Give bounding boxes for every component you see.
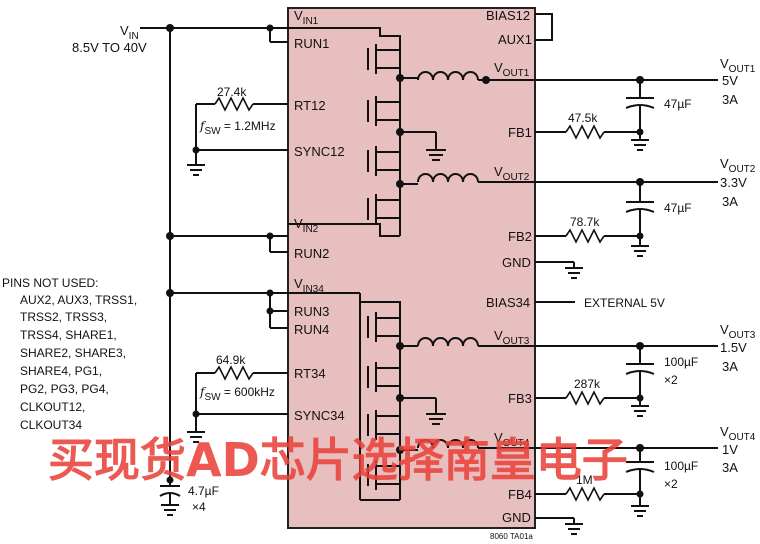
vout3-fb-resistor: 287k [574,377,601,391]
rt12-frequency: fSW = 1.2MHz [199,119,276,137]
vout3-cap: 100µF [664,355,698,369]
vout3-cap-count: ×2 [664,373,678,387]
unused-pins-heading: PINS NOT USED: [2,276,98,290]
bias34-source-label: EXTERNAL 5V [584,296,665,310]
unused-pins-line: SHARE4, PG1, [20,364,102,378]
unused-pins-line: CLKOUT12, [20,400,85,414]
pin-bias34: BIAS34 [486,295,530,310]
bias12-aux1-link [535,13,553,41]
vout1-cap: 47µF [664,97,692,111]
input-capacitor [159,480,181,516]
unused-pins-line: SHARE2, SHARE3, [20,346,126,360]
vout2-current: 3A [722,194,738,209]
vout1-fb-resistor: 47.5k [568,111,598,125]
vout1-voltage: 5V [722,73,738,88]
vin-label: VIN [120,23,139,42]
vout2-network [535,178,718,279]
vout4-cap: 100µF [664,459,698,473]
vout2-fb-resistor: 78.7k [570,215,600,229]
pin-vout4: VOUT4 [494,430,530,449]
pin-gnd-b: GND [502,510,531,525]
pin-run3: RUN3 [294,304,329,319]
unused-pins-line: TRSS4, SHARE1, [20,328,117,342]
watermark-text: 买现货AD芯片选择南皇电子 [48,433,628,487]
pin-vin1: VIN1 [294,8,319,27]
pin-vout1: VOUT1 [494,60,530,79]
vout3-voltage: 1.5V [720,340,747,355]
pin-run2: RUN2 [294,246,329,261]
part-code: 8060 TA01a [490,532,533,541]
vout2-voltage: 3.3V [720,175,747,190]
unused-pins-line: AUX2, AUX3, TRSS1, [20,293,137,307]
rt12-value: 27.4k [217,85,247,99]
pin-fb3: FB3 [508,391,532,406]
pin-vin34: VIN34 [294,276,324,295]
vout3-label: VOUT3 [720,322,756,341]
pin-gnd-a: GND [502,255,531,270]
vout2-label: VOUT2 [720,156,756,175]
pin-vout2: VOUT2 [494,164,530,183]
pin-run1: RUN1 [294,36,329,51]
rt12-resistor-network [187,96,288,176]
vin-range-label: 8.5V TO 40V [72,40,147,55]
pin-vout3: VOUT3 [494,328,530,347]
vout1-current: 3A [722,92,738,107]
vout2-cap: 47µF [664,201,692,215]
unused-pins-line: TRSS2, TRSS3, [20,310,107,324]
vout4-network [535,444,718,535]
vout4-fb-resistor: 1M [576,473,593,487]
vout1-network [482,76,718,151]
vout4-cap-count: ×2 [664,477,678,491]
pin-fb2: FB2 [508,229,532,244]
rt34-frequency: fSW = 600kHz [199,385,275,403]
ic-body [287,7,536,529]
pin-fb1: FB1 [508,125,532,140]
vout3-current: 3A [722,359,738,374]
pin-run4: RUN4 [294,322,329,337]
rt34-resistor-network [187,365,288,443]
pin-rt34: RT34 [294,366,326,381]
pin-rt12: RT12 [294,98,326,113]
pin-sync34: SYNC34 [294,408,345,423]
vout3-network [535,342,718,417]
vout4-label: VOUT4 [720,424,756,443]
vout4-current: 3A [722,460,738,475]
unused-pins-line: CLKOUT34 [20,418,82,432]
input-cap-count: ×4 [192,500,206,514]
rt34-value: 64.9k [216,353,246,367]
vout1-label: VOUT1 [720,56,756,75]
internal-switches [288,27,535,501]
pin-sync12: SYNC12 [294,144,345,159]
pin-aux1: AUX1 [498,32,532,47]
unused-pins-line: PG2, PG3, PG4, [20,382,109,396]
pin-vin2: VIN2 [294,216,319,235]
input-cap-value: 4.7µF [188,484,219,498]
vout4-voltage: 1V [722,442,738,457]
pin-bias12: BIAS12 [486,8,530,23]
input-rail [140,24,360,484]
pin-fb4: FB4 [508,487,532,502]
